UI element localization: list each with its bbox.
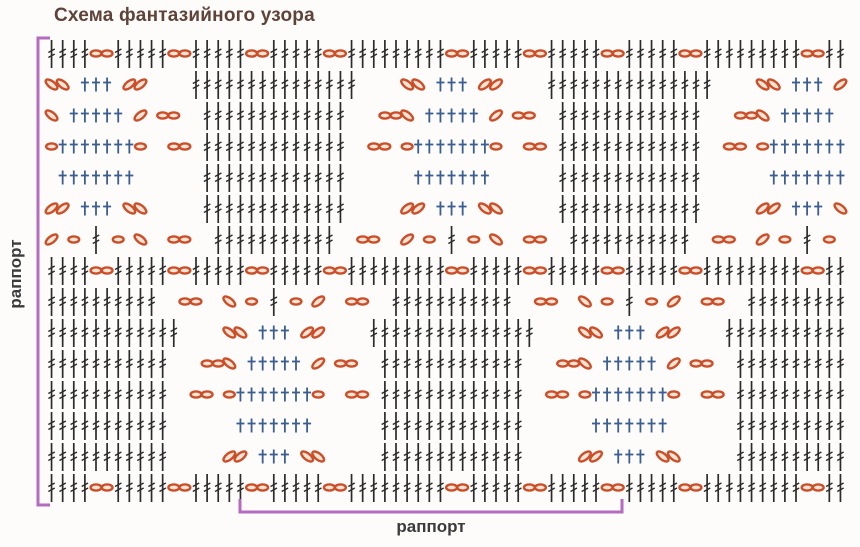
chart-row-7 [48, 257, 844, 285]
bottom-rapport-bracket [238, 499, 624, 514]
chart-row-0 [48, 40, 844, 68]
chart-row-12 [48, 412, 844, 440]
left-rapport-bracket [36, 36, 50, 507]
chart-row-1 [44, 71, 848, 99]
left-rapport-label: раппорт [6, 239, 25, 309]
chart-row-9 [48, 319, 844, 347]
page-title: Схема фантазийного узора [54, 5, 315, 26]
chart-row-4 [58, 164, 845, 192]
chart-row-5 [44, 195, 848, 223]
chart-row-10 [48, 350, 844, 378]
chart-row-8 [48, 288, 844, 316]
chart-row-11 [48, 381, 844, 409]
chart-row-14 [48, 474, 844, 502]
chart-row-13 [48, 443, 844, 471]
chart-row-2 [44, 102, 834, 130]
chart-row-3 [44, 133, 845, 161]
chart-row-6 [44, 226, 836, 254]
bottom-rapport-label: раппорт [396, 517, 466, 536]
